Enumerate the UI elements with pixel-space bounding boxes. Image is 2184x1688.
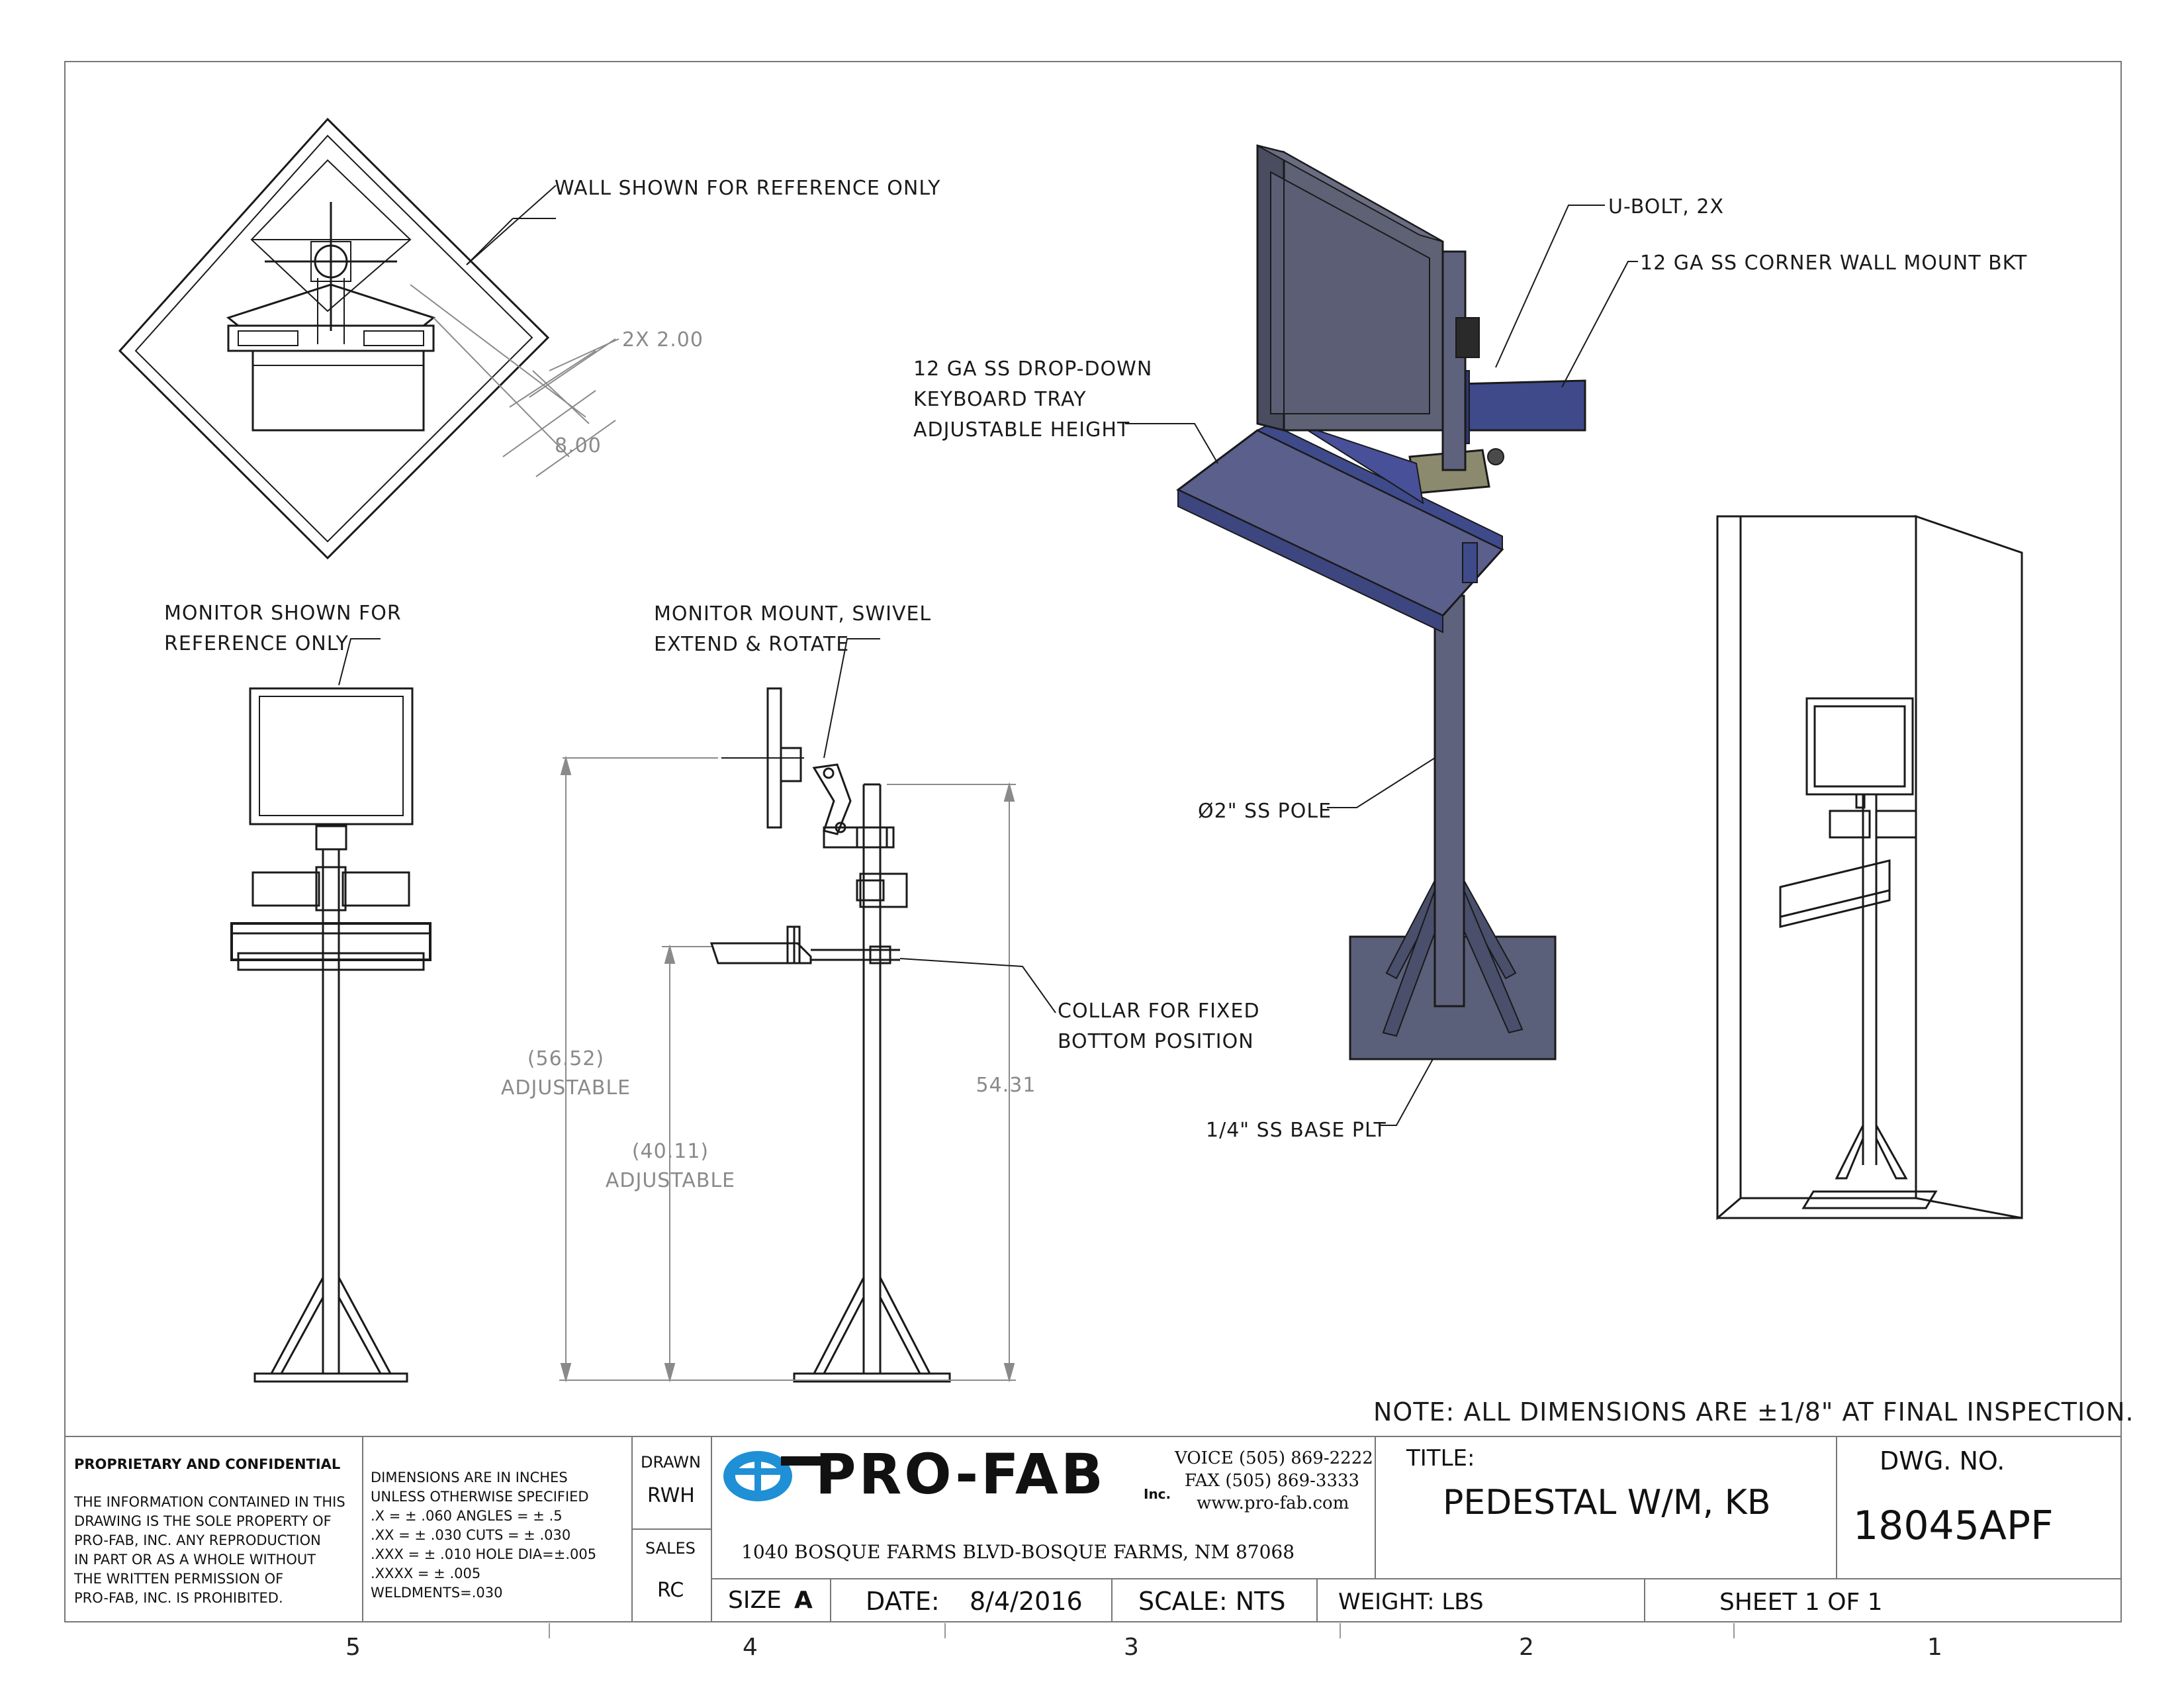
tolerances-text: DIMENSIONS ARE IN INCHES UNLESS OTHERWIS… [371, 1470, 597, 1601]
note-monitor-mount: MONITOR MOUNT, SWIVEL EXTEND & ROTATE [654, 602, 932, 656]
size-value: A [794, 1587, 813, 1614]
leader-lines [338, 638, 880, 759]
note-corner-bracket: 12 GA SS CORNER WALL MOUNT BKT [1640, 252, 2028, 275]
company-name: PRO-FAB [815, 1442, 1106, 1507]
enclosure-view [1716, 514, 2023, 1221]
note-pole: Ø2" SS POLE [1198, 800, 1332, 823]
title-block-frame [64, 1436, 2122, 1622]
zone-ticks [549, 1623, 1735, 1638]
company-address: 1040 BOSQUE FARMS BLVD-BOSQUE FARMS, NM … [741, 1541, 1295, 1563]
note-base-plate: 1/4" SS BASE PLT [1206, 1119, 1387, 1142]
dim-54-31: 54.31 [976, 1074, 1036, 1097]
note-collar: COLLAR FOR FIXED BOTTOM POSITION [1058, 1000, 1260, 1053]
dim-56-52: (56.52) ADJUSTABLE [500, 1047, 631, 1100]
dim-8: 8.00 [555, 434, 602, 457]
zone-2: 2 [1519, 1634, 1534, 1661]
drawn-label: DRAWN [641, 1453, 701, 1472]
drawn-value: RWH [647, 1484, 695, 1507]
title-value: PEDESTAL W/M, KB [1443, 1483, 1771, 1523]
size-label: SIZE [728, 1587, 782, 1614]
zone-3: 3 [1124, 1634, 1139, 1661]
note-monitor-reference: MONITOR SHOWN FOR REFERENCE ONLY [164, 602, 402, 655]
dwg-label: DWG. NO. [1880, 1446, 2005, 1476]
note-keyboard-tray: 12 GA SS DROP-DOWN KEYBOARD TRAY ADJUSTA… [913, 357, 1153, 442]
note-u-bolt: U-BOLT, 2X [1608, 195, 1724, 218]
iso-view [899, 144, 1638, 1126]
sales-label: SALES [645, 1539, 696, 1558]
front-view [230, 687, 432, 1383]
dim-40-11: (40.11) ADJUSTABLE [605, 1140, 736, 1192]
proprietary-text: THE INFORMATION CONTAINED IN THIS DRAWIN… [74, 1494, 345, 1606]
tolerance-note: NOTE: ALL DIMENSIONS ARE ±1/8" AT FINAL … [1373, 1397, 2134, 1427]
zone-1: 1 [1927, 1634, 1942, 1661]
company-fax: FAX (505) 869-3333 [1185, 1471, 1360, 1491]
weight-text: WEIGHT: LBS [1338, 1589, 1484, 1615]
date-value: 8/4/2016 [970, 1587, 1083, 1616]
sales-value: RC [657, 1579, 684, 1602]
top-view [118, 117, 619, 560]
company-suffix: Inc. [1144, 1486, 1171, 1502]
scale-text: SCALE: NTS [1138, 1587, 1286, 1616]
title-label: TITLE: [1406, 1445, 1475, 1472]
sheet-text: SHEET 1 OF 1 [1719, 1589, 1883, 1616]
side-view [559, 687, 1016, 1383]
dim-2x-2: 2X 2.00 [622, 328, 704, 352]
zone-4: 4 [743, 1634, 758, 1661]
company-voice: VOICE (505) 869-2222 [1175, 1448, 1373, 1468]
zone-5: 5 [345, 1634, 361, 1661]
dwg-value: 18045APF [1853, 1503, 2054, 1549]
company-web: www.pro-fab.com [1197, 1493, 1349, 1513]
proprietary-title: PROPRIETARY AND CONFIDENTIAL [74, 1456, 341, 1472]
sheet-border [64, 61, 2122, 1622]
note-wall-reference: WALL SHOWN FOR REFERENCE ONLY [555, 177, 941, 200]
date-label: DATE: [866, 1587, 940, 1616]
pro-fab-logo [723, 1451, 821, 1501]
